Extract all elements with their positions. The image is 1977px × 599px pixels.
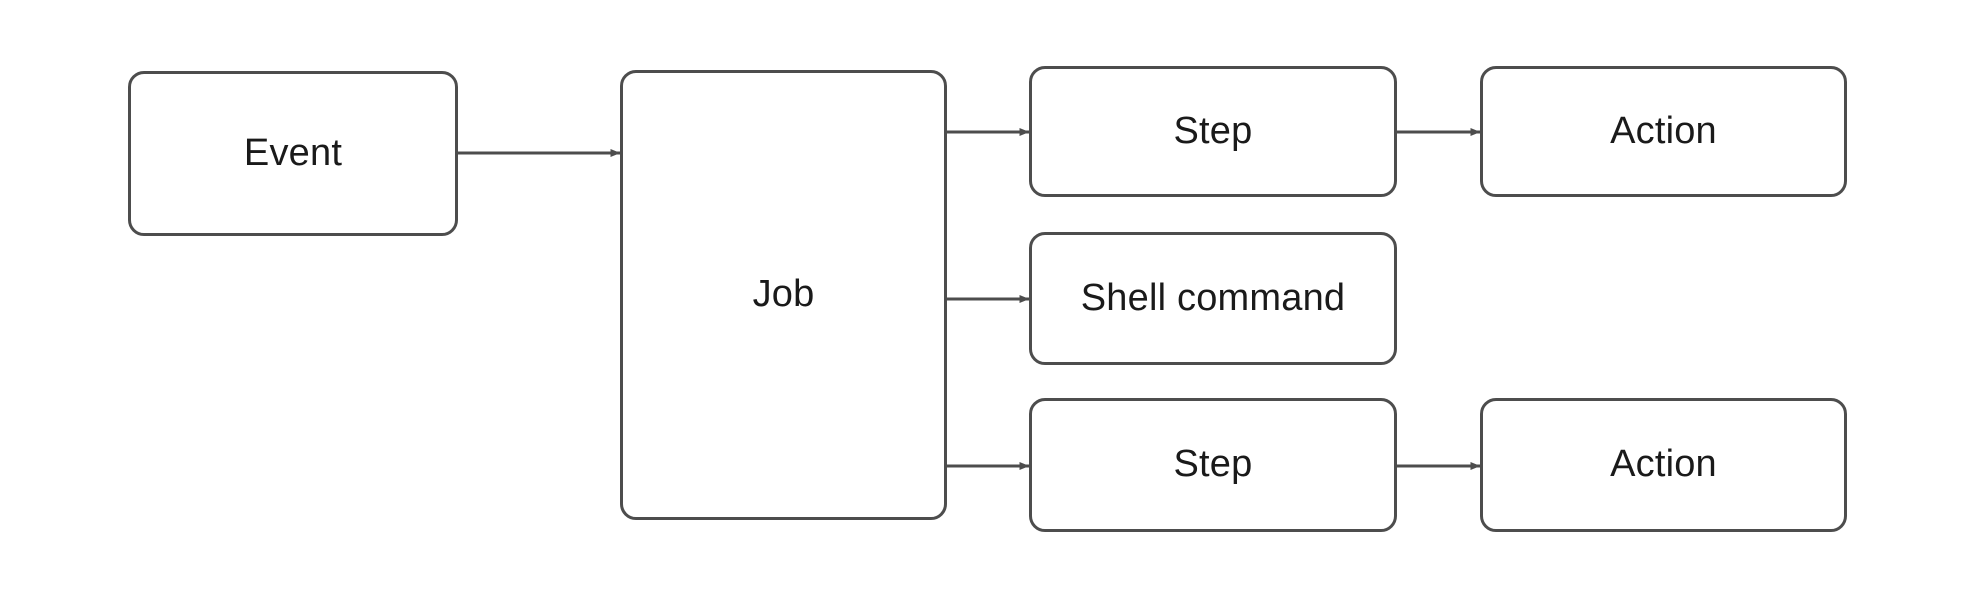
node-event-label: Event xyxy=(243,131,343,174)
node-step-bottom-label: Step xyxy=(1173,443,1253,486)
node-job-label: Job xyxy=(752,273,815,316)
node-action-bottom[interactable]: Action xyxy=(1480,398,1847,532)
node-event[interactable]: Event xyxy=(128,71,458,236)
node-job[interactable]: Job xyxy=(620,70,947,520)
node-action-bottom-label: Action xyxy=(1610,443,1717,486)
node-shell-command-label: Shell command xyxy=(1080,276,1346,319)
node-step-top-label: Step xyxy=(1173,109,1253,152)
node-action-top-label: Action xyxy=(1610,109,1717,152)
node-shell-command[interactable]: Shell command xyxy=(1029,232,1397,365)
node-action-top[interactable]: Action xyxy=(1480,66,1847,197)
node-step-top[interactable]: Step xyxy=(1029,66,1397,197)
node-step-bottom[interactable]: Step xyxy=(1029,398,1397,532)
